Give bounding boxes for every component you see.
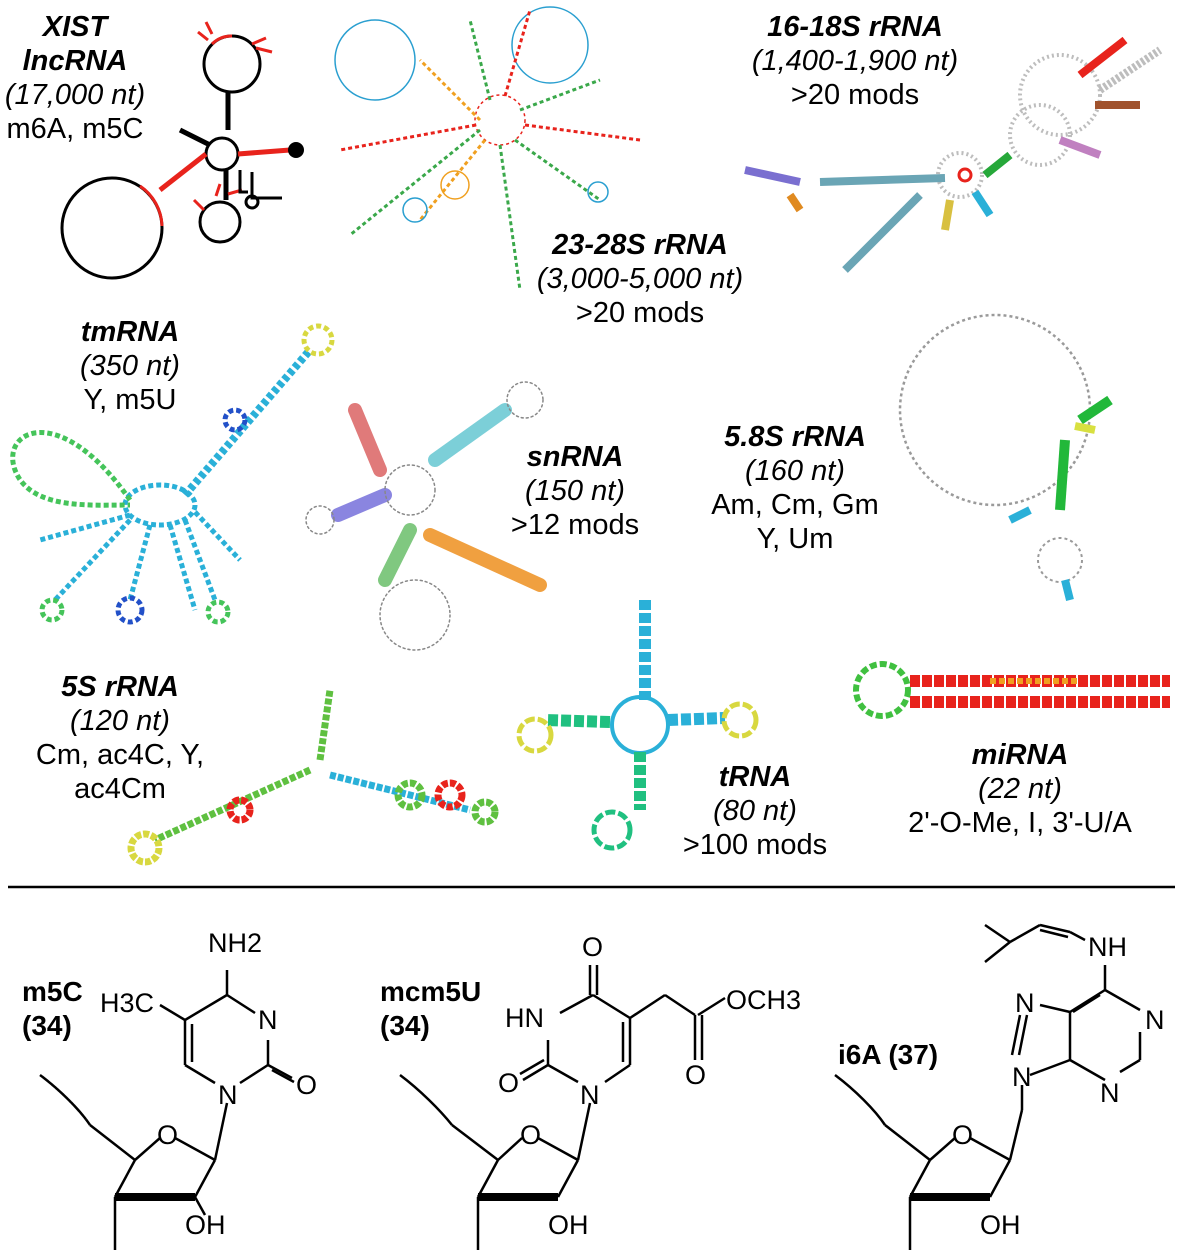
mcm5u-molecule (399, 965, 726, 1250)
label-58s-rrna: 5.8S rRNA (160 nt) Am, Cm, Gm Y, Um (690, 420, 900, 556)
mcm5u-och3: OCH3 (726, 985, 802, 1015)
mcm5u-oh: OH (548, 1210, 589, 1240)
i6a-n3: N (1100, 1078, 1120, 1108)
tmrna-structure (10, 323, 335, 625)
rrna23-name: 23-28S rRNA (552, 229, 728, 261)
rrna5s-length: (120 nt) (70, 705, 170, 737)
compound-label-m5c: m5C (34) (22, 975, 83, 1043)
compound-label-mcm5u: mcm5U (34) (380, 975, 481, 1043)
mcm5u-label: mcm5U (380, 976, 482, 1007)
mirna-name: miRNA (971, 739, 1069, 771)
rrna23-length: (3,000-5,000 nt) (536, 263, 744, 295)
rrna58-length: (160 nt) (745, 455, 845, 487)
xist-name-line1: XIST (42, 11, 108, 43)
mcm5u-o2: O (498, 1068, 520, 1098)
i6a-n1: N (1145, 1005, 1165, 1035)
i6a-n9: N (1012, 1062, 1032, 1092)
rrna58-mods-line1: Am, Cm, Gm (711, 489, 879, 521)
i6a-n7: N (1015, 988, 1035, 1018)
trna-length: (80 nt) (713, 795, 797, 827)
i6a-oh: OH (980, 1210, 1021, 1240)
i6a-ring-o: O (952, 1120, 974, 1150)
m5c-molecule (39, 970, 295, 1250)
label-tmrna: tmRNA (350 nt) Y, m5U (50, 315, 210, 417)
label-mirna: miRNA (22 nt) 2'-O-Me, I, 3'-U/A (880, 738, 1160, 840)
label-16s-rrna: 16-18S rRNA (1,400-1,900 nt) >20 mods (720, 10, 990, 112)
mcm5u-n1: N (580, 1080, 600, 1110)
i6a-nh: NH (1088, 932, 1127, 962)
label-trna: tRNA (80 nt) >100 mods (665, 760, 845, 862)
m5c-position: (34) (22, 1010, 72, 1041)
trna-name: tRNA (718, 761, 792, 793)
mcm5u-position: (34) (380, 1010, 430, 1041)
i6a-molecule (834, 923, 1142, 1250)
mcm5u-ester-o: O (685, 1060, 707, 1090)
m5c-nh2: NH2 (208, 928, 263, 958)
rrna16-mods: >20 mods (790, 79, 920, 111)
mcm5u-hn: HN (505, 1003, 544, 1033)
m5c-o2: O (296, 1070, 318, 1100)
mcm5u-o4: O (582, 932, 604, 962)
trna-mods: >100 mods (682, 829, 828, 861)
trna-structure (516, 600, 759, 851)
snrna-length: (150 nt) (525, 475, 625, 507)
tmrna-length: (350 nt) (80, 350, 180, 382)
rrna-5s-structure (127, 689, 499, 866)
mirna-structure (853, 661, 1170, 719)
m5c-n3: N (258, 1005, 278, 1035)
xist-length: (17,000 nt) (4, 79, 146, 111)
rrna-58s-structure (898, 313, 1113, 601)
mcm5u-ring-o: O (520, 1120, 542, 1150)
m5c-n1: N (218, 1080, 238, 1110)
label-23s-rrna: 23-28S rRNA (3,000-5,000 nt) >20 mods (505, 228, 775, 330)
rrna58-mods-line2: Y, Um (756, 523, 834, 555)
xist-structure (60, 21, 304, 280)
rrna5s-name: 5S rRNA (61, 671, 179, 703)
i6a-position: (37) (888, 1039, 939, 1070)
rrna5s-mods-line1: Cm, ac4C, Y, (35, 739, 205, 771)
snrna-name: snRNA (526, 441, 624, 473)
mirna-mods: 2'-O-Me, I, 3'-U/A (908, 807, 1132, 839)
snrna-mods: >12 mods (510, 509, 640, 541)
m5c-label: m5C (22, 976, 83, 1007)
label-snrna: snRNA (150 nt) >12 mods (495, 440, 655, 542)
compound-label-i6a: i6A (37) (838, 1038, 938, 1072)
xist-mods: m6A, m5C (6, 113, 144, 145)
tmrna-name: tmRNA (80, 316, 180, 348)
rrna16-length: (1,400-1,900 nt) (751, 45, 959, 77)
rrna16-name: 16-18S rRNA (767, 11, 943, 43)
rrna23-mods: >20 mods (575, 297, 705, 329)
i6a-label: i6A (838, 1039, 881, 1070)
m5c-oh: OH (185, 1210, 226, 1240)
m5c-methyl: H3C (100, 988, 155, 1018)
mirna-length: (22 nt) (978, 773, 1062, 805)
xist-name-line2: lncRNA (22, 45, 128, 77)
label-xist: XIST lncRNA (17,000 nt) m6A, m5C (0, 10, 150, 146)
tmrna-mods: Y, m5U (83, 384, 177, 416)
rrna-16s-structure (744, 36, 1163, 273)
snrna-structure (305, 381, 547, 651)
rrna5s-mods-line2: ac4Cm (74, 773, 166, 805)
rrna-23s-structure (334, 6, 641, 291)
label-5s-rrna: 5S rRNA (120 nt) Cm, ac4C, Y, ac4Cm (10, 670, 230, 806)
rrna58-name: 5.8S rRNA (724, 421, 866, 453)
m5c-ring-o: O (157, 1120, 179, 1150)
